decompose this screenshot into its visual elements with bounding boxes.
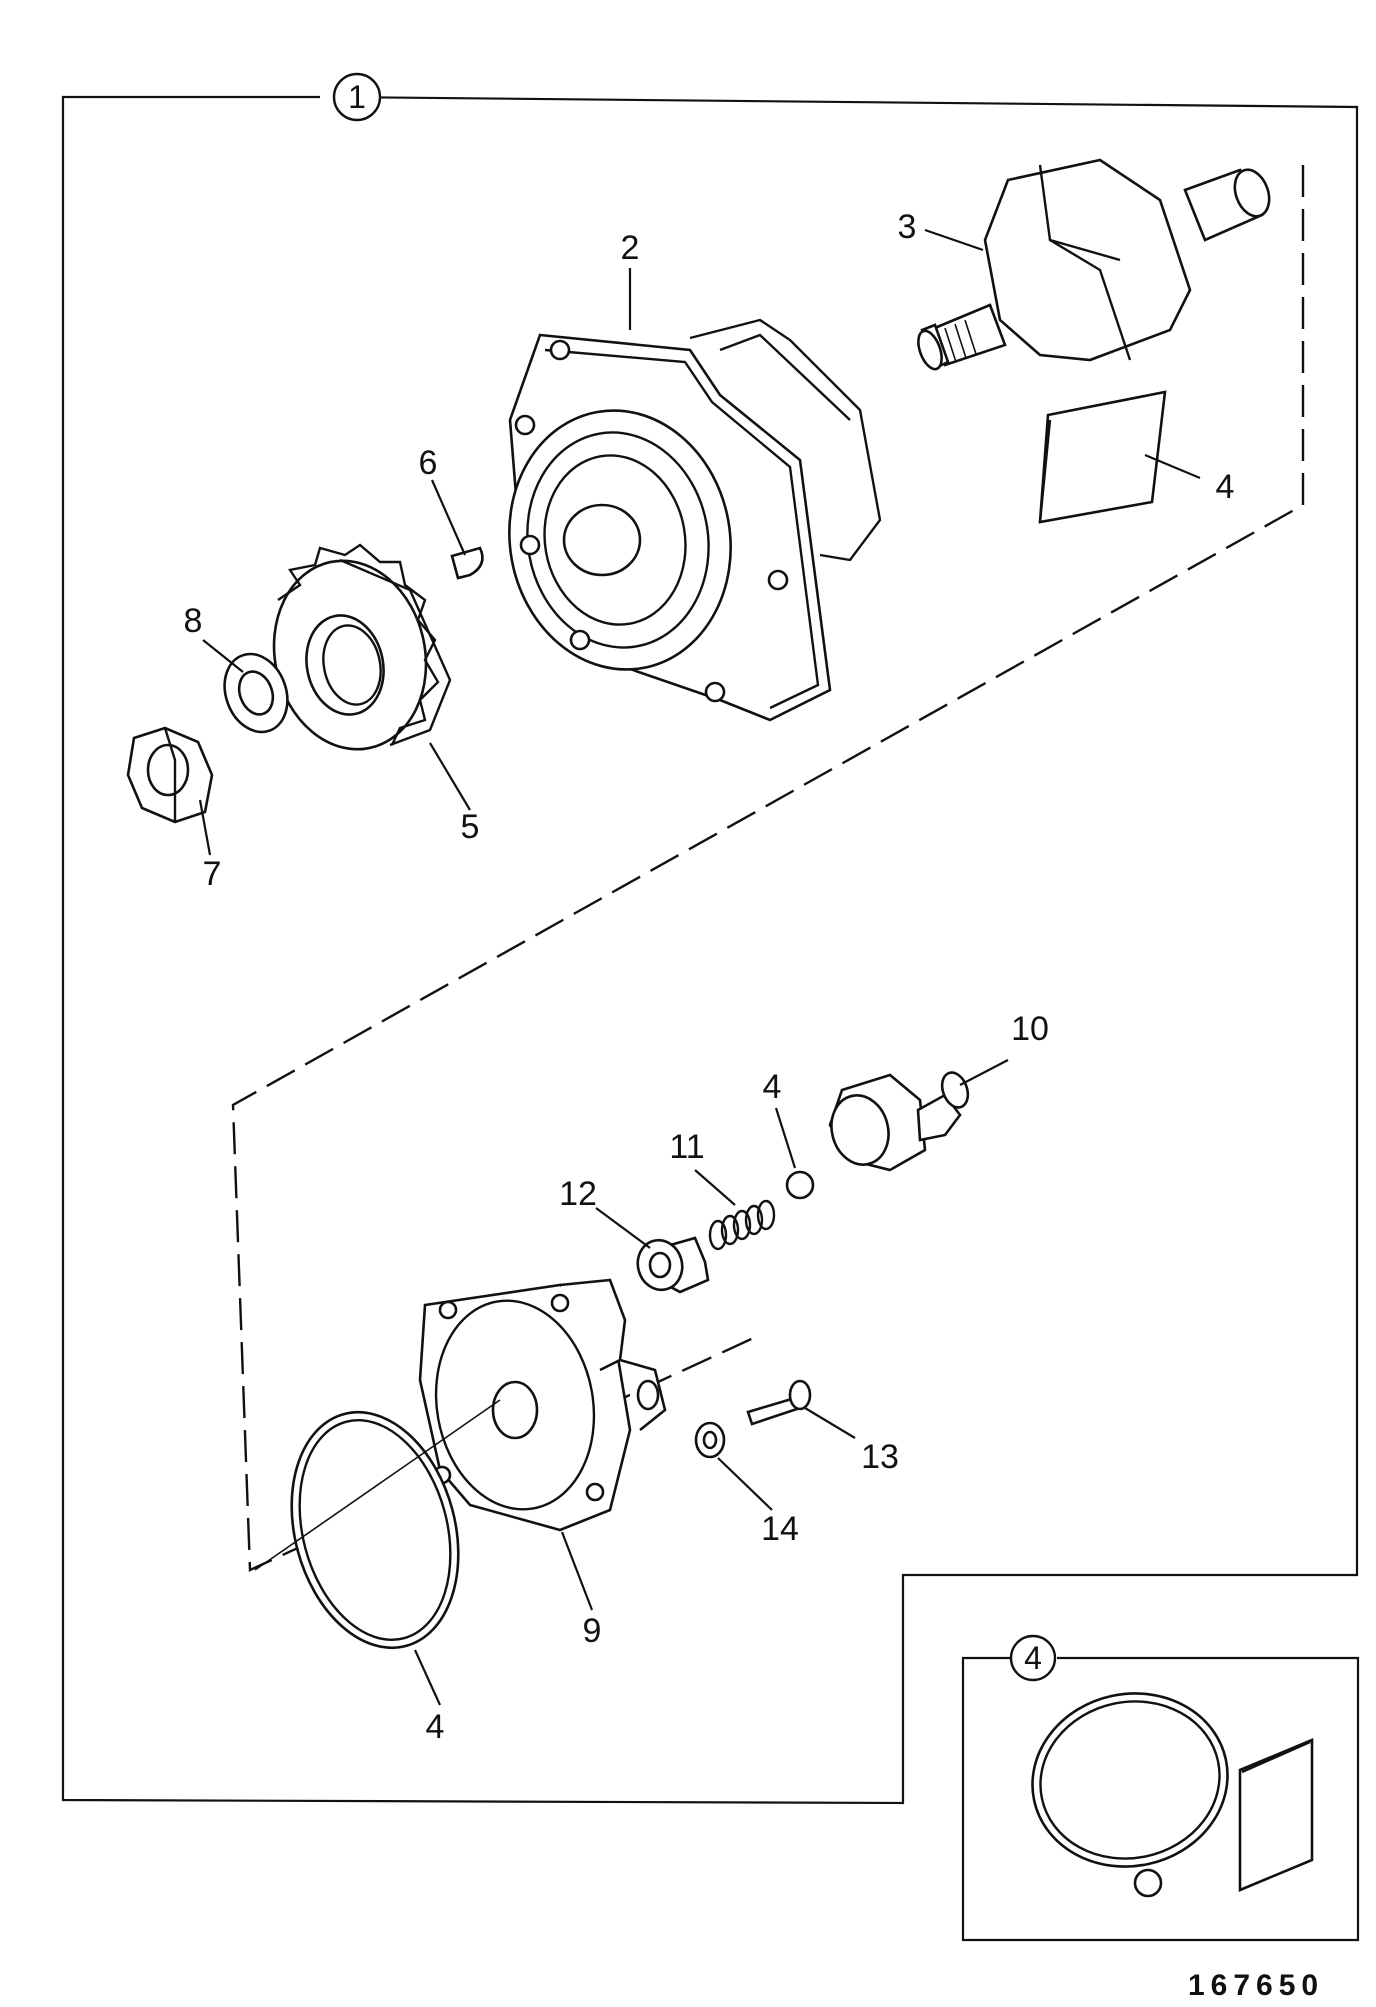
woodruff-key-part-6 (450, 546, 484, 580)
kit-callout-number: 4 (1024, 1640, 1042, 1676)
pump-housing-part-2 (508, 318, 882, 722)
label-part-10: 10 (1011, 1010, 1049, 1048)
kit-callout-bubble: 4 (1009, 1634, 1057, 1682)
label-part-13: 13 (861, 1438, 899, 1476)
lock-washer-part-14 (694, 1421, 726, 1459)
spring-part-11 (708, 1199, 776, 1251)
valve-part-12 (636, 1236, 710, 1294)
label-part-12: 12 (559, 1175, 597, 1213)
label-part-3: 3 (898, 208, 917, 246)
assembly-callout-number: 1 (348, 79, 366, 115)
assembly-callout-bubble: 1 (332, 72, 382, 122)
figure-number: 167650 (1188, 1969, 1324, 2002)
label-part-9: 9 (583, 1612, 602, 1650)
label-part-4-plate: 4 (1216, 468, 1235, 506)
dashed-group-outline (231, 165, 1305, 1572)
o-ring-part-4 (254, 1399, 501, 1650)
label-part-6: 6 (419, 444, 438, 482)
gear-part-5 (272, 543, 452, 751)
screw-part-13 (746, 1379, 812, 1426)
leader-lines (198, 228, 1201, 1706)
label-part-4-ball: 4 (763, 1068, 782, 1106)
label-part-8: 8 (184, 602, 203, 640)
label-part-2: 2 (621, 229, 640, 267)
label-part-14: 14 (761, 1510, 799, 1548)
label-part-5: 5 (461, 808, 480, 846)
label-part-11: 11 (669, 1128, 704, 1166)
gasket-plate-part-4 (1038, 390, 1167, 524)
rotor-shaft-part-3 (917, 158, 1271, 371)
fitting-part-10 (828, 1071, 970, 1172)
washer-part-8 (223, 652, 289, 734)
kit-inset-box (961, 1656, 1360, 1942)
pump-cover-part-9 (418, 1278, 667, 1532)
check-ball-part-4 (785, 1170, 815, 1200)
label-part-4-ring: 4 (426, 1708, 445, 1746)
assembly-boundary (61, 95, 1359, 1805)
part-number-labels: 2 3 4 6 8 5 7 10 4 11 12 13 14 9 4 (184, 208, 1235, 1746)
label-part-7: 7 (203, 855, 222, 893)
hex-nut-part-7 (126, 726, 214, 824)
